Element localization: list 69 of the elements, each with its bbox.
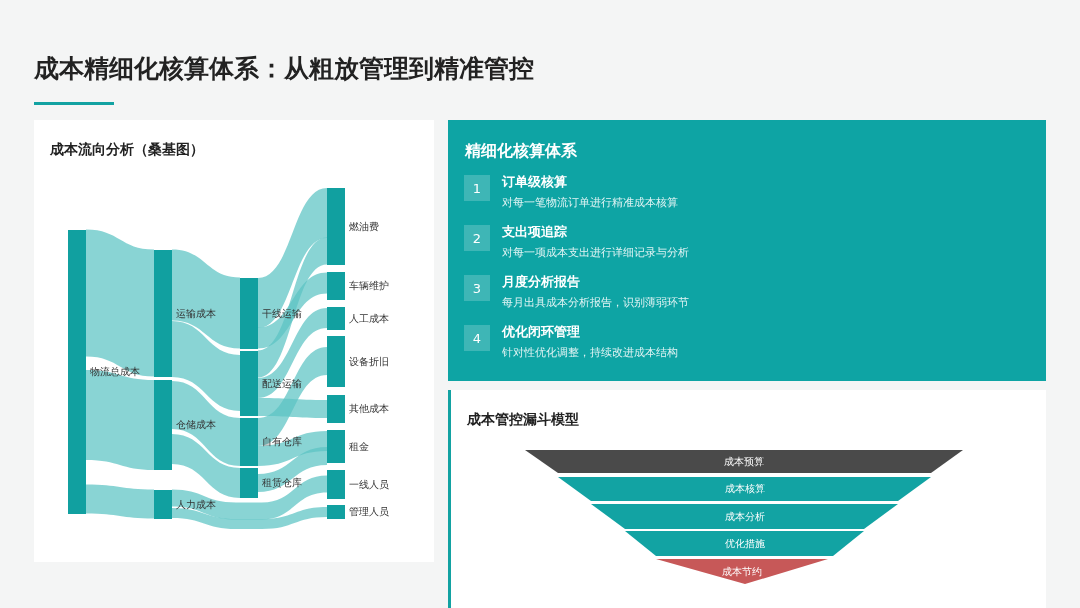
sankey-node-bar [154,250,172,377]
page-title: 成本精细化核算体系：从粗放管理到精准管控 [34,53,534,85]
funnel-layer [656,559,828,584]
node-label: 设备折旧 [349,355,389,368]
sankey-flow [86,370,154,470]
sankey-flow [172,321,240,411]
node-label: 仓储成本 [176,419,216,431]
sankey-flow [258,188,327,328]
funnel-layer [525,450,963,473]
funnel-layer [591,504,898,529]
item-heading: 订单级核算 [502,173,567,191]
node-label: 配送运输 [262,377,302,390]
sankey-flow [86,229,154,377]
number-badge: 2 [464,225,490,251]
item-heading: 支出项追踪 [502,223,567,241]
node-label: 人工成本 [349,312,389,325]
node-label: 运输成本 [176,307,216,320]
number-badge: 4 [464,325,490,351]
sankey-flow [172,434,240,498]
sankey-node-bar [240,278,258,349]
sankey-flow [172,475,327,520]
card-heading: 成本流向分析（桑基图） [50,141,204,159]
sankey-flow [172,381,240,466]
sankey-node-bar [240,418,258,466]
sankey-flow [172,249,240,349]
sankey-flow [258,237,327,378]
layer-label: 成本预算 [724,454,764,469]
layer-label: 成本分析 [724,509,765,524]
layer-label: 成本核算 [724,482,765,496]
item-description: 每月出具成本分析报告，识别薄弱环节 [502,295,689,310]
node-label: 一线人员 [349,478,389,491]
sankey-flow [258,308,327,398]
sankey-node-bar [68,230,86,514]
sankey-flow [172,507,327,529]
card-heading: 成本管控漏斗模型 [467,411,579,429]
sankey-node-bar [327,430,345,463]
node-label: 管理人员 [349,506,389,518]
node-label: 其他成本 [349,403,389,415]
node-label: 租赁仓库 [262,477,302,489]
card-heading: 精细化核算体系 [465,141,577,162]
number-badge: 1 [464,175,490,201]
node-label: 人力成本 [176,498,216,511]
node-label: 燃油费 [349,220,379,233]
sankey-node-bar [154,380,172,470]
sankey-flow [258,447,327,492]
sankey-node-bar [327,395,345,423]
item-heading: 优化闭环管理 [502,323,580,341]
sankey-flow [86,484,154,519]
sankey-node-bar [327,307,345,330]
item-description: 针对性优化调整，持续改进成本结构 [502,345,678,360]
node-label: 租金 [349,440,369,453]
sankey-node-bar [327,272,345,300]
item-heading: 月度分析报告 [502,273,580,291]
funnel-layer [558,477,931,501]
funnel-layer [625,531,864,556]
sankey-node-bar [154,490,172,519]
item-description: 对每一项成本支出进行详细记录与分析 [502,245,689,260]
sankey-node-bar [327,188,345,265]
item-description: 对每一笔物流订单进行精准成本核算 [502,195,678,210]
number-badge: 3 [464,275,490,301]
sankey-node-bar [327,470,345,499]
layer-label: 优化措施 [724,536,765,551]
sankey-node-bar [327,336,345,387]
sankey-flow [258,347,327,446]
sankey-node-bar [240,468,258,498]
layer-label: 成本节约 [722,564,762,579]
node-label: 车辆维护 [349,280,389,292]
sankey-node-bar [240,351,258,416]
sankey-node-bar [327,505,345,519]
